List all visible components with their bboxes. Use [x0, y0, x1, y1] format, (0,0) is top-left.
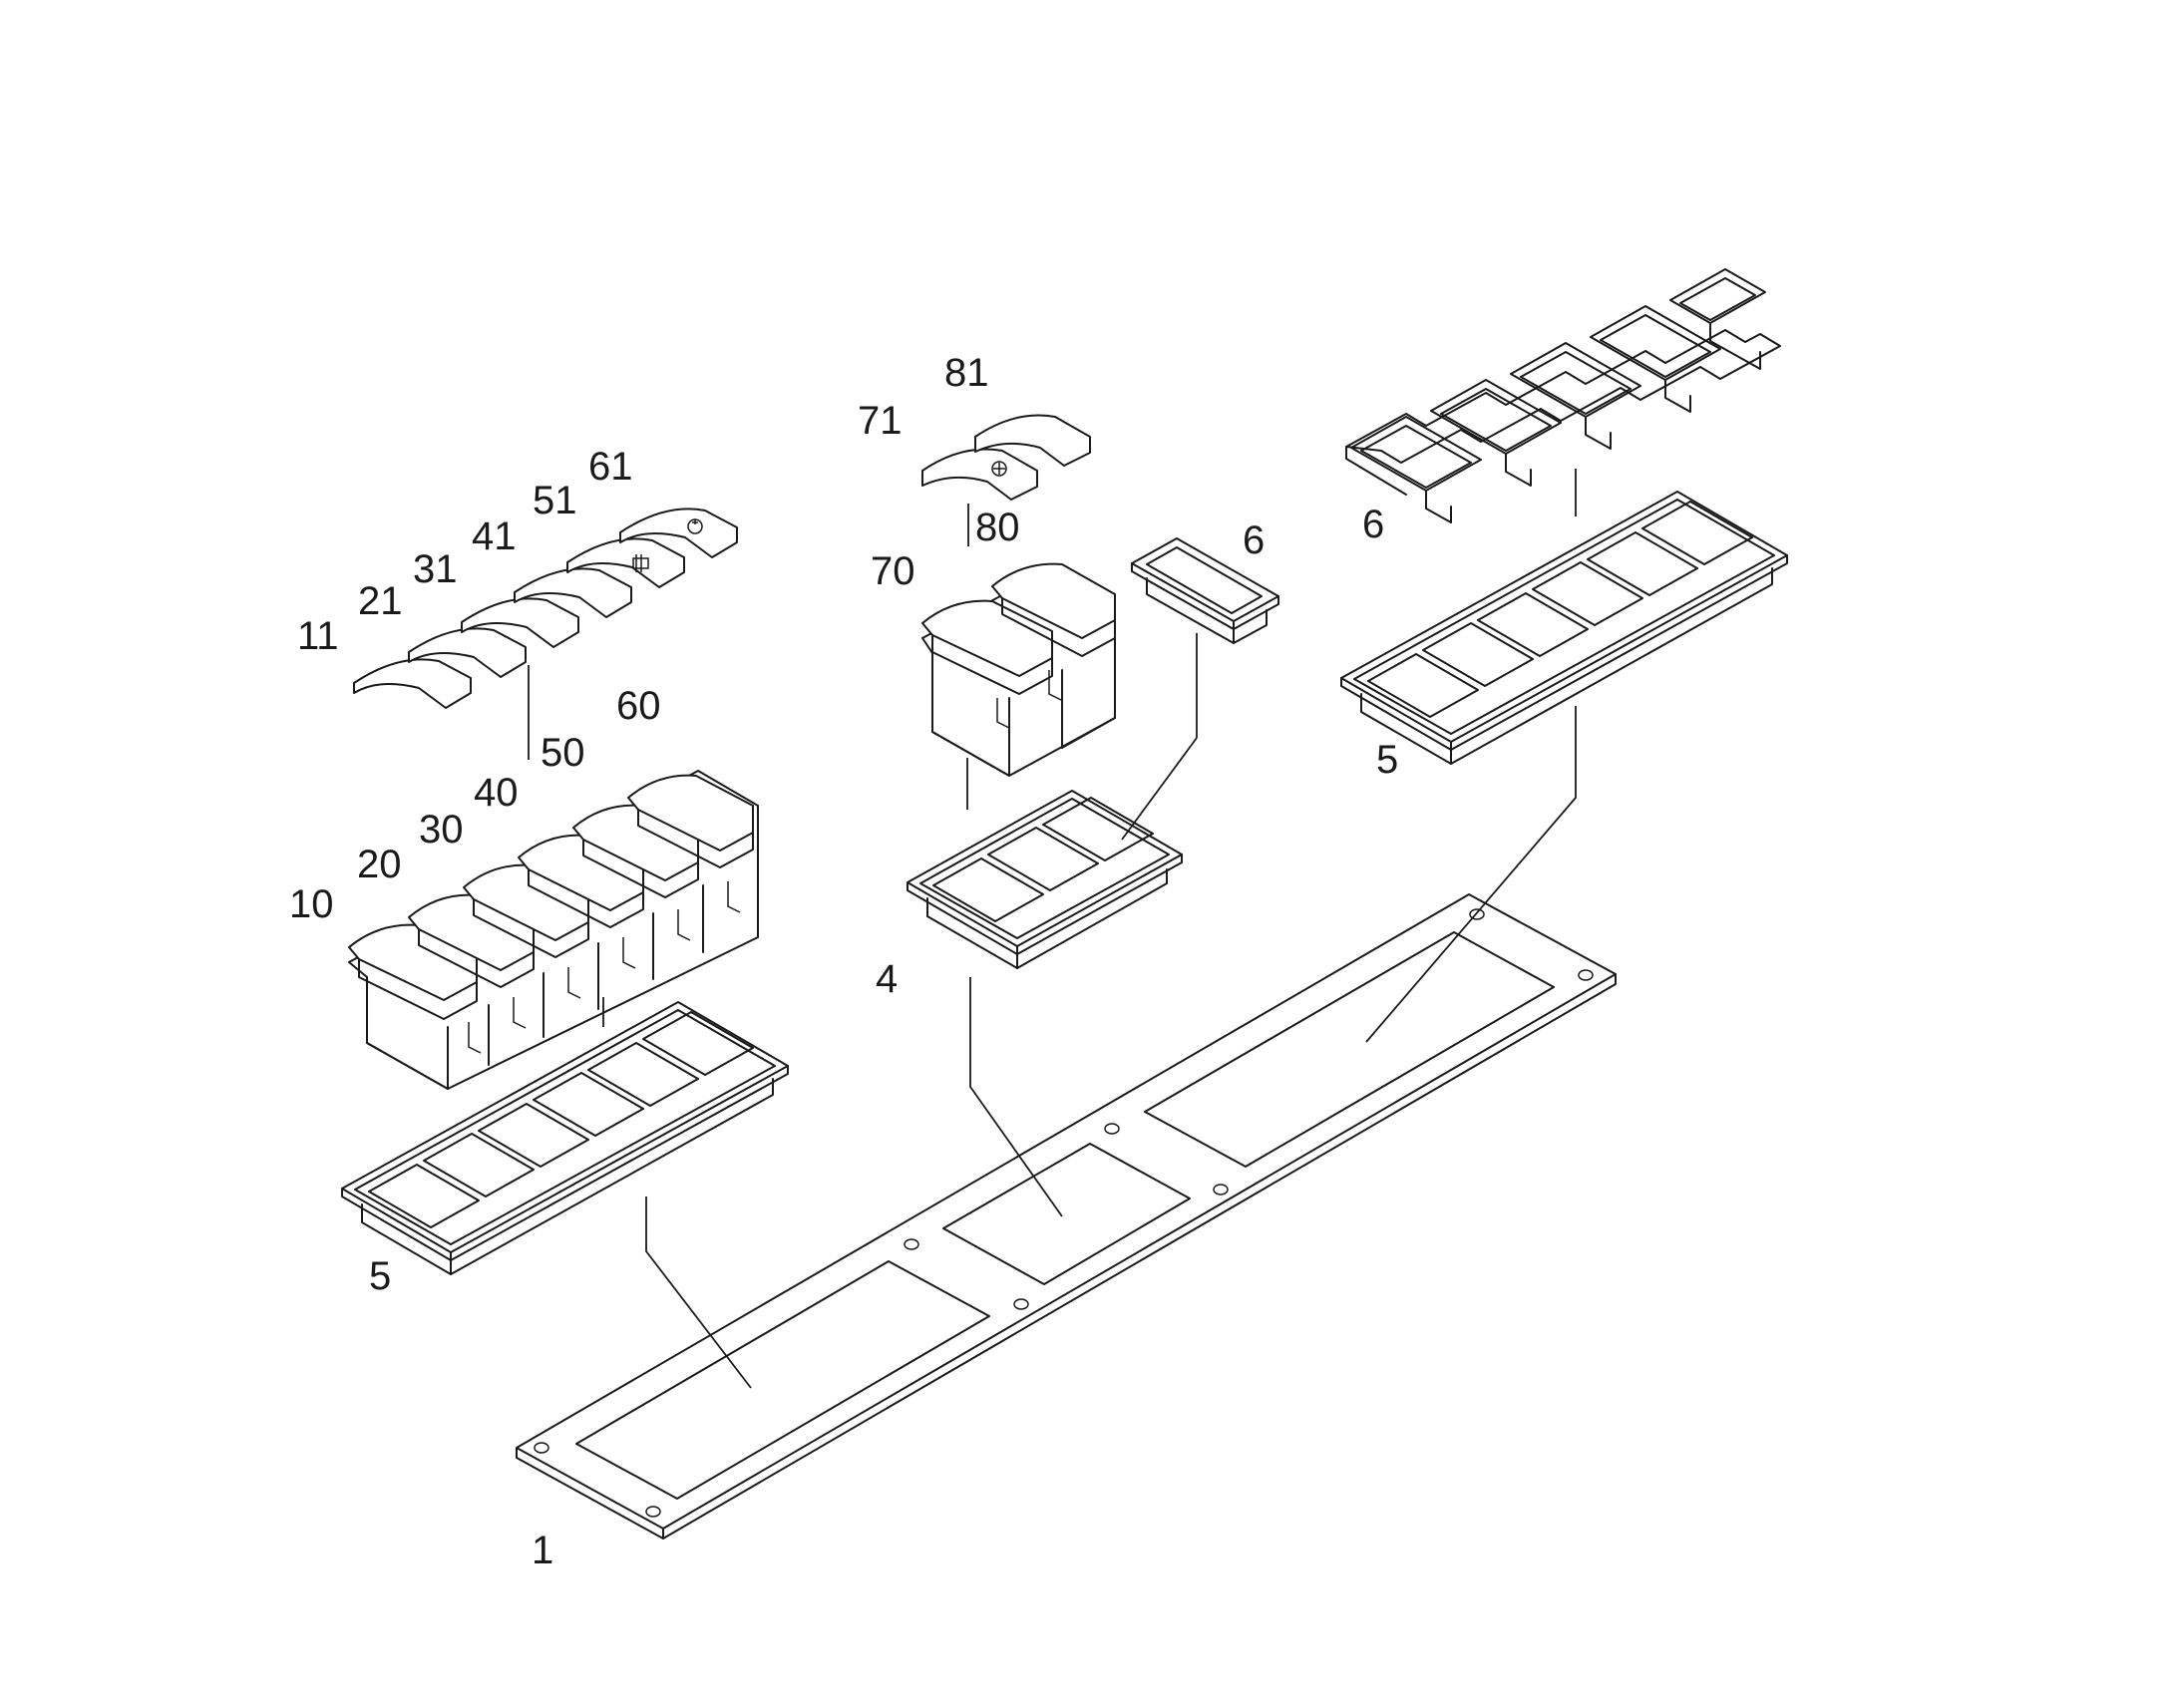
- plate-cutout-left: [575, 1260, 990, 1500]
- left-switch-block: [348, 770, 759, 1090]
- plate-hole: [1578, 969, 1594, 981]
- callout-50: 50: [541, 731, 585, 775]
- single-blank-plug: [1121, 537, 1279, 841]
- callout-21: 21: [358, 579, 403, 623]
- callout-5-left: 5: [369, 1254, 392, 1298]
- callout-81: 81: [944, 351, 989, 395]
- plate-cutout-right: [1144, 931, 1555, 1168]
- plate-hole: [904, 1238, 919, 1250]
- callout-60: 60: [616, 684, 661, 728]
- middle-three-way-frame: [907, 790, 1183, 969]
- callout-51: 51: [533, 479, 577, 522]
- callout-11: 11: [297, 614, 339, 658]
- callout-30: 30: [419, 808, 464, 852]
- lens-symbol-icon: [991, 461, 1007, 477]
- callout-20: 20: [357, 843, 402, 886]
- callout-31: 31: [413, 547, 458, 591]
- callout-40: 40: [474, 771, 519, 815]
- callout-10: 10: [289, 882, 334, 926]
- leader-line: [1121, 737, 1198, 841]
- plate-hole: [645, 1506, 661, 1518]
- base-plate: [516, 893, 1617, 1539]
- plate-hole: [534, 1442, 549, 1454]
- right-blank-strip: [1345, 268, 1781, 523]
- middle-switch-pair: [921, 562, 1116, 810]
- callout-41: 41: [472, 514, 517, 558]
- callout-6-single: 6: [1243, 518, 1266, 562]
- right-six-way-frame: [1340, 491, 1788, 765]
- callout-61: 61: [588, 445, 633, 489]
- middle-lens-pair: [921, 414, 1091, 546]
- callout-71: 71: [858, 399, 903, 443]
- plate-cutout-middle: [942, 1143, 1191, 1285]
- lens-symbol-icon: [632, 518, 703, 572]
- plate-hole: [1013, 1298, 1029, 1310]
- plate-hole: [1213, 1184, 1229, 1196]
- left-lens-row: [353, 508, 738, 760]
- plate-hole: [1104, 1123, 1120, 1135]
- left-six-way-frame: [341, 1001, 789, 1275]
- callout-6-strip: 6: [1362, 503, 1385, 546]
- callout-70: 70: [871, 549, 915, 593]
- plate-hole: [1469, 908, 1485, 920]
- callout-1: 1: [532, 1529, 554, 1572]
- callout-4: 4: [876, 957, 899, 1001]
- callout-80: 80: [975, 506, 1020, 549]
- assembly-leaders: [645, 706, 1577, 1389]
- callout-5-right: 5: [1376, 738, 1399, 782]
